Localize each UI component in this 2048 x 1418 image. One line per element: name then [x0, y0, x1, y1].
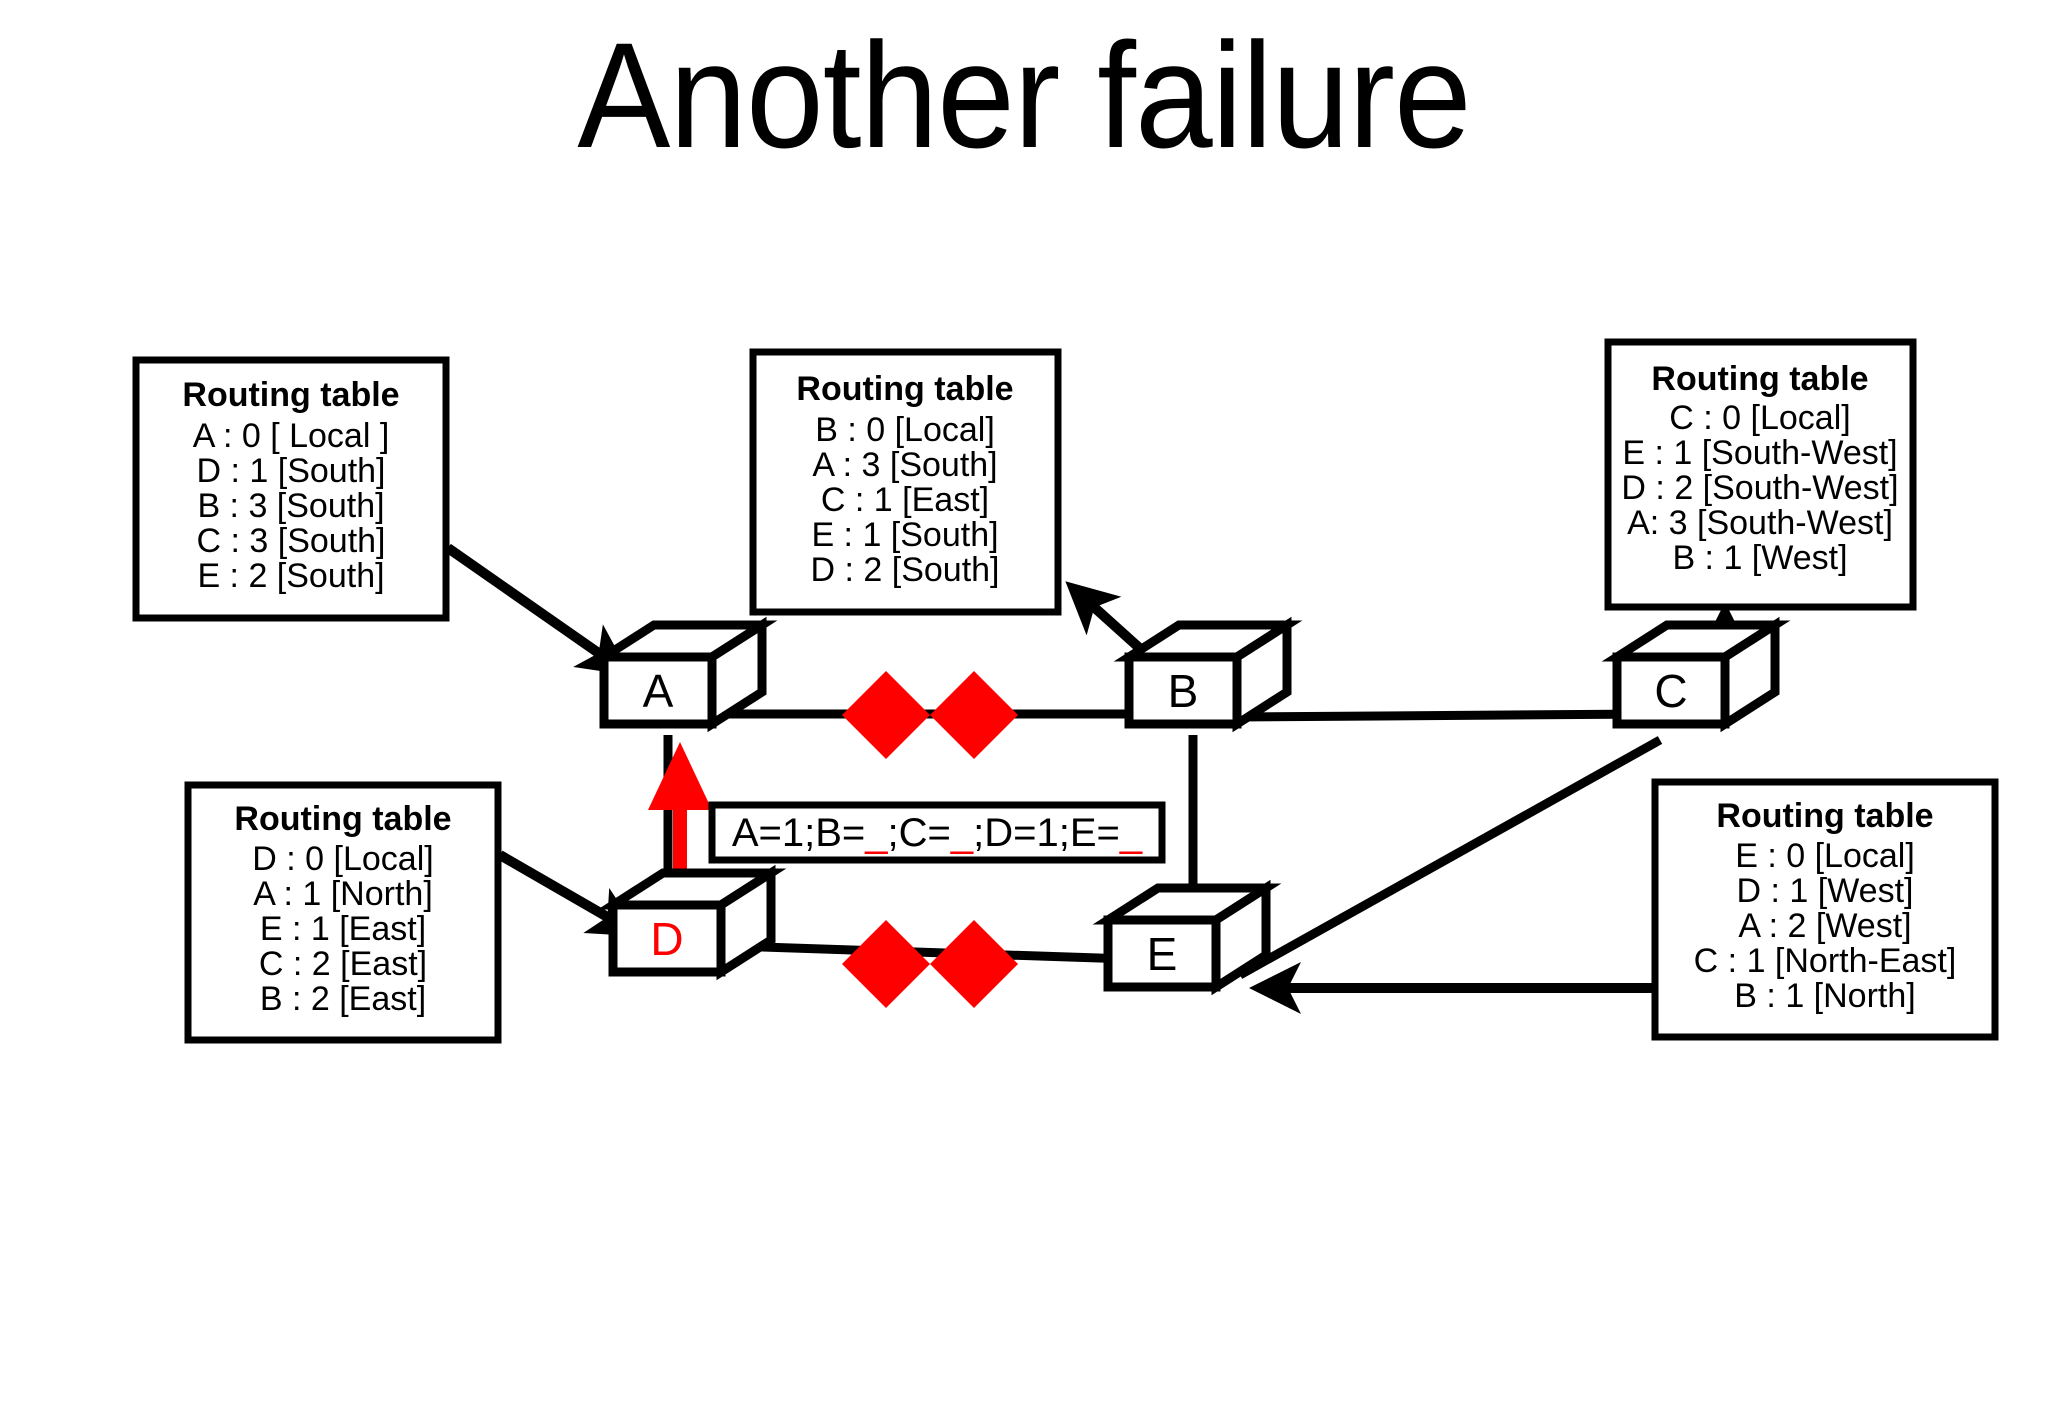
table-a[interactable]: Routing table A : 0 [ Local ] D : 1 [Sou…: [132, 356, 450, 622]
router-d-label: D: [650, 913, 683, 965]
table-e-row-3: C : 1 [North-East]: [1694, 942, 1957, 980]
router-e[interactable]: E: [1092, 879, 1282, 996]
pointer-table-a-to-router-a: [445, 543, 631, 676]
table-b-row-0: B : 0 [Local]: [815, 411, 995, 449]
router-e-label: E: [1147, 928, 1178, 980]
link-d-e: [699, 940, 1161, 965]
link-failure-a-b: [842, 671, 1018, 759]
table-d-row-0: D : 0 [Local]: [252, 840, 433, 878]
router-a[interactable]: A: [588, 616, 778, 733]
table-b-row-3: E : 1 [South]: [811, 516, 998, 554]
table-e[interactable]: Routing table E : 0 [Local] D : 1 [West]…: [1651, 778, 1999, 1041]
table-d-row-3: C : 2 [East]: [259, 945, 427, 983]
table-d-row-4: B : 2 [East]: [260, 980, 426, 1018]
table-c-row-2: D : 2 [South-West]: [1621, 469, 1898, 507]
table-c-row-0: C : 0 [Local]: [1669, 399, 1850, 437]
router-b-label: B: [1168, 665, 1199, 717]
table-a-title: Routing table: [182, 376, 399, 414]
table-e-row-4: B : 1 [North]: [1734, 977, 1915, 1015]
message-packet[interactable]: A=1;B=_;C=_;D=1;E=_: [708, 801, 1166, 864]
table-e-row-1: D : 1 [West]: [1737, 872, 1914, 910]
table-a-row-1: D : 1 [South]: [197, 452, 386, 490]
table-e-title: Routing table: [1716, 797, 1933, 835]
pointer-table-d-to-router-d: [497, 850, 642, 937]
router-c[interactable]: C: [1601, 616, 1791, 733]
msg-part-4: ;D=1;E=: [973, 811, 1120, 855]
table-a-row-0: A : 0 [ Local ]: [193, 417, 390, 455]
table-a-row-4: E : 2 [South]: [197, 557, 384, 595]
table-c[interactable]: Routing table C : 0 [Local] E : 1 [South…: [1604, 338, 1917, 611]
page-title: Another failure: [577, 11, 1471, 179]
table-c-title: Routing table: [1651, 360, 1868, 398]
msg-part-2: ;C=: [888, 811, 951, 855]
router-b[interactable]: B: [1113, 616, 1303, 733]
table-b[interactable]: Routing table B : 0 [Local] A : 3 [South…: [749, 348, 1062, 616]
msg-part-5: _: [1119, 811, 1143, 855]
table-b-row-4: D : 2 [South]: [811, 551, 1000, 589]
table-c-row-3: A: 3 [South-West]: [1627, 504, 1893, 542]
table-d-row-1: A : 1 [North]: [253, 875, 433, 913]
table-c-row-4: B : 1 [West]: [1672, 539, 1847, 577]
message-packet-text: A=1;B=_;C=_;D=1;E=_: [732, 811, 1143, 855]
table-a-row-3: C : 3 [South]: [197, 522, 386, 560]
router-d[interactable]: D: [597, 864, 787, 981]
table-e-row-2: A : 2 [West]: [1738, 907, 1911, 945]
msg-part-0: A=1;B=: [732, 811, 865, 855]
link-failure-d-e: [842, 920, 1018, 1008]
router-a-label: A: [643, 665, 674, 717]
table-b-title: Routing table: [796, 370, 1013, 408]
table-a-row-2: B : 3 [South]: [197, 487, 384, 525]
msg-part-3: _: [950, 811, 974, 855]
table-b-row-1: A : 3 [South]: [812, 446, 997, 484]
link-b-c: [1234, 709, 1656, 722]
table-b-row-2: C : 1 [East]: [821, 481, 989, 519]
link-c-e: [1237, 736, 1663, 979]
table-d-row-2: E : 1 [East]: [260, 910, 426, 948]
router-c-label: C: [1654, 665, 1687, 717]
msg-part-1: _: [864, 811, 888, 855]
table-d-title: Routing table: [234, 800, 451, 838]
table-e-row-0: E : 0 [Local]: [1735, 837, 1915, 875]
table-c-row-1: E : 1 [South-West]: [1622, 434, 1897, 472]
table-d[interactable]: Routing table D : 0 [Local] A : 1 [North…: [184, 781, 502, 1044]
